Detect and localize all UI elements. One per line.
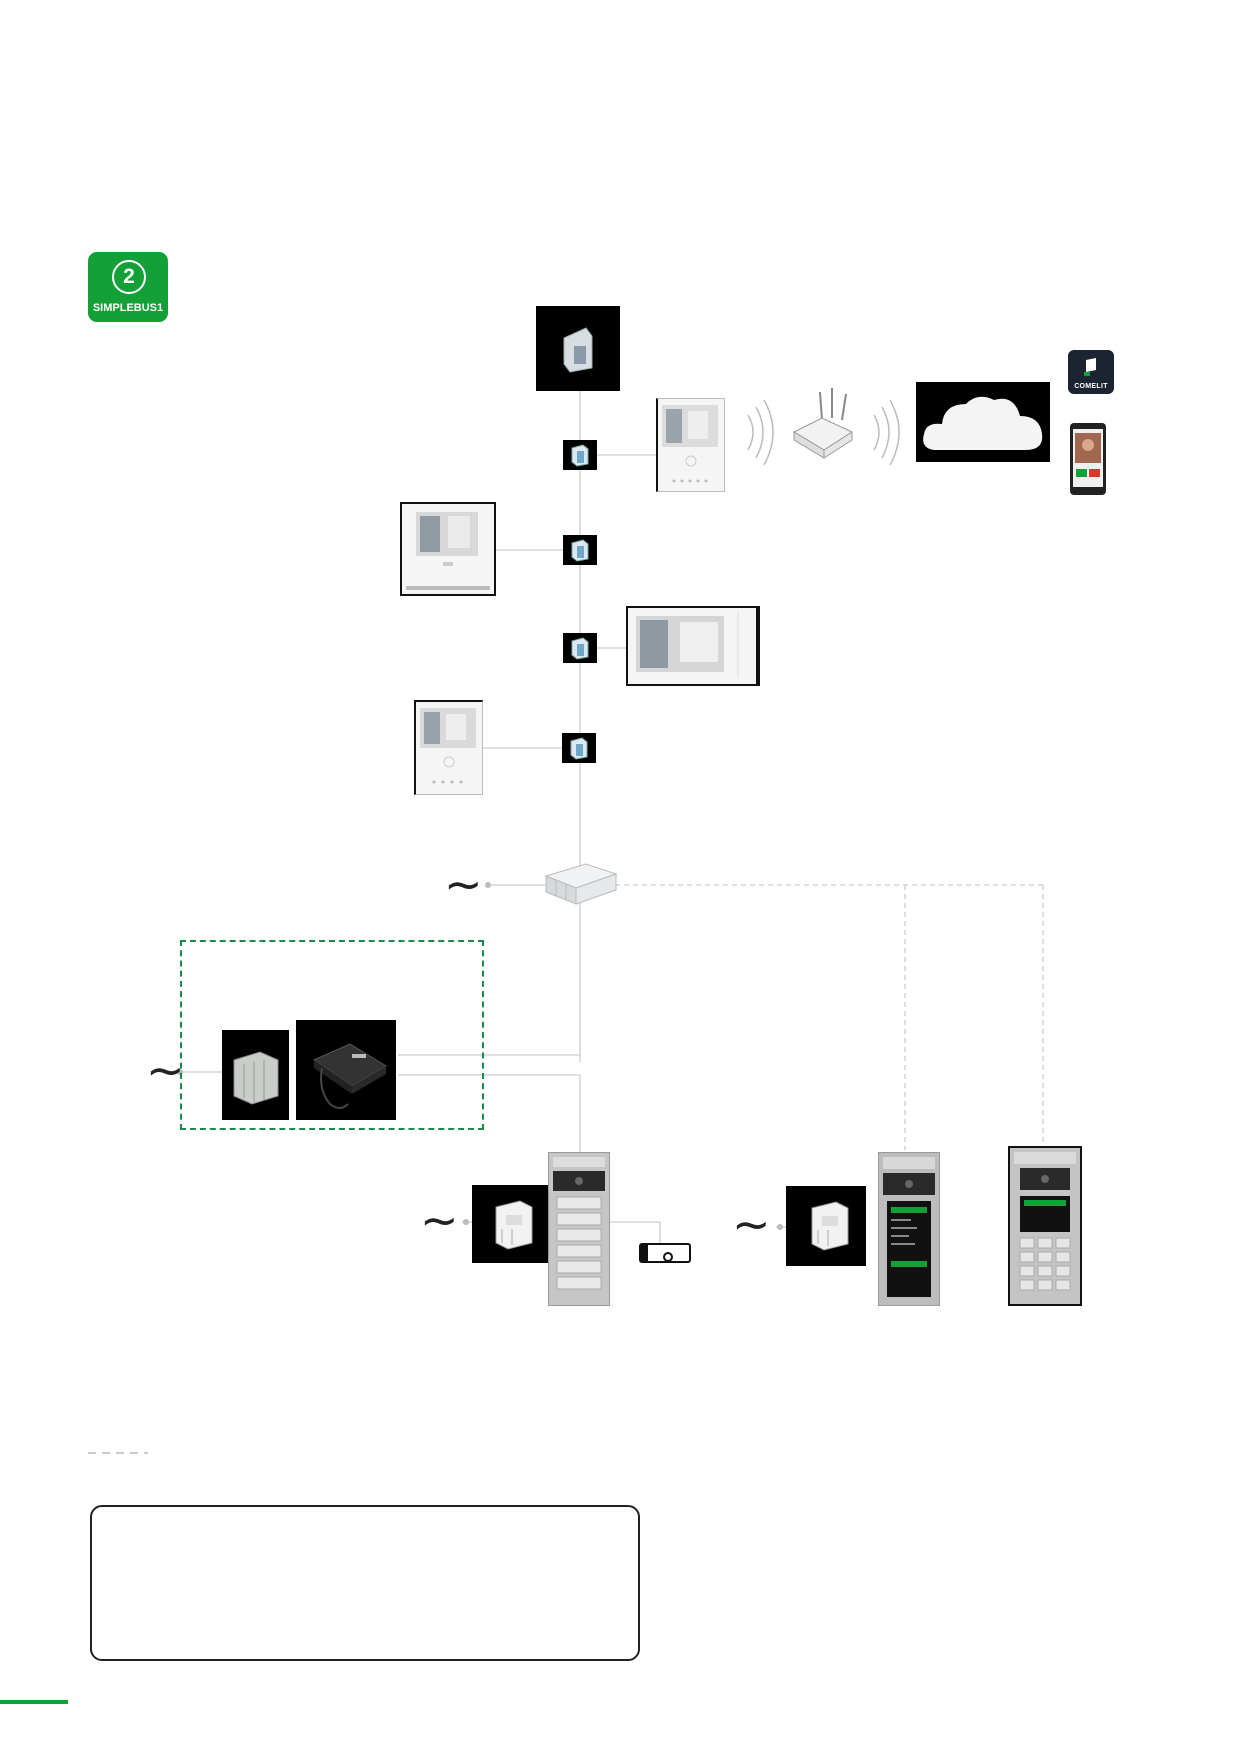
router-icon (792, 388, 854, 459)
note-box (90, 1505, 640, 1661)
bus-connector-icon (562, 733, 596, 763)
dashed-bus-lines (615, 884, 1044, 1150)
indoor-monitor-icon (626, 606, 760, 686)
power-supply-icon (786, 1186, 866, 1266)
power-symbol: ~ (732, 1197, 771, 1251)
bus-connector-icon (563, 535, 597, 565)
power-supply-icon (472, 1185, 548, 1263)
power-symbol: ~ (146, 1043, 185, 1097)
footer-accent-line (0, 1700, 68, 1704)
bus-connector-icon (563, 633, 597, 663)
app-logo-text: COMELIT (1074, 383, 1108, 390)
indoor-monitor-icon (414, 700, 483, 795)
electric-lock-icon (638, 1238, 692, 1268)
cloud-icon (916, 382, 1050, 462)
indoor-monitor-icon (400, 502, 496, 596)
badge-number: 2 (112, 260, 146, 294)
comelit-app-icon: COMELIT (1068, 350, 1114, 394)
smartphone-icon (1070, 423, 1106, 495)
dashed-group-box (180, 940, 484, 1130)
power-symbol: ~ (420, 1193, 459, 1247)
door-panel-icon (548, 1152, 610, 1306)
badge-label: SIMPLEBUS1 (92, 302, 164, 314)
power-supply-icon (222, 1030, 289, 1120)
bus-connector-icon (563, 440, 597, 470)
power-supply-icon (542, 858, 618, 908)
telephone-icon (296, 1020, 396, 1120)
door-panel-icon (1008, 1146, 1082, 1306)
indoor-monitor-icon (656, 398, 725, 492)
door-panel-icon (878, 1152, 940, 1306)
top-door-module-icon (536, 306, 620, 391)
legend-dashes (88, 1452, 148, 1454)
simplebus-badge-icon: 2 SIMPLEBUS1 (88, 252, 168, 322)
power-symbol: ~ (444, 857, 483, 911)
wifi-signal-icon (747, 399, 900, 466)
